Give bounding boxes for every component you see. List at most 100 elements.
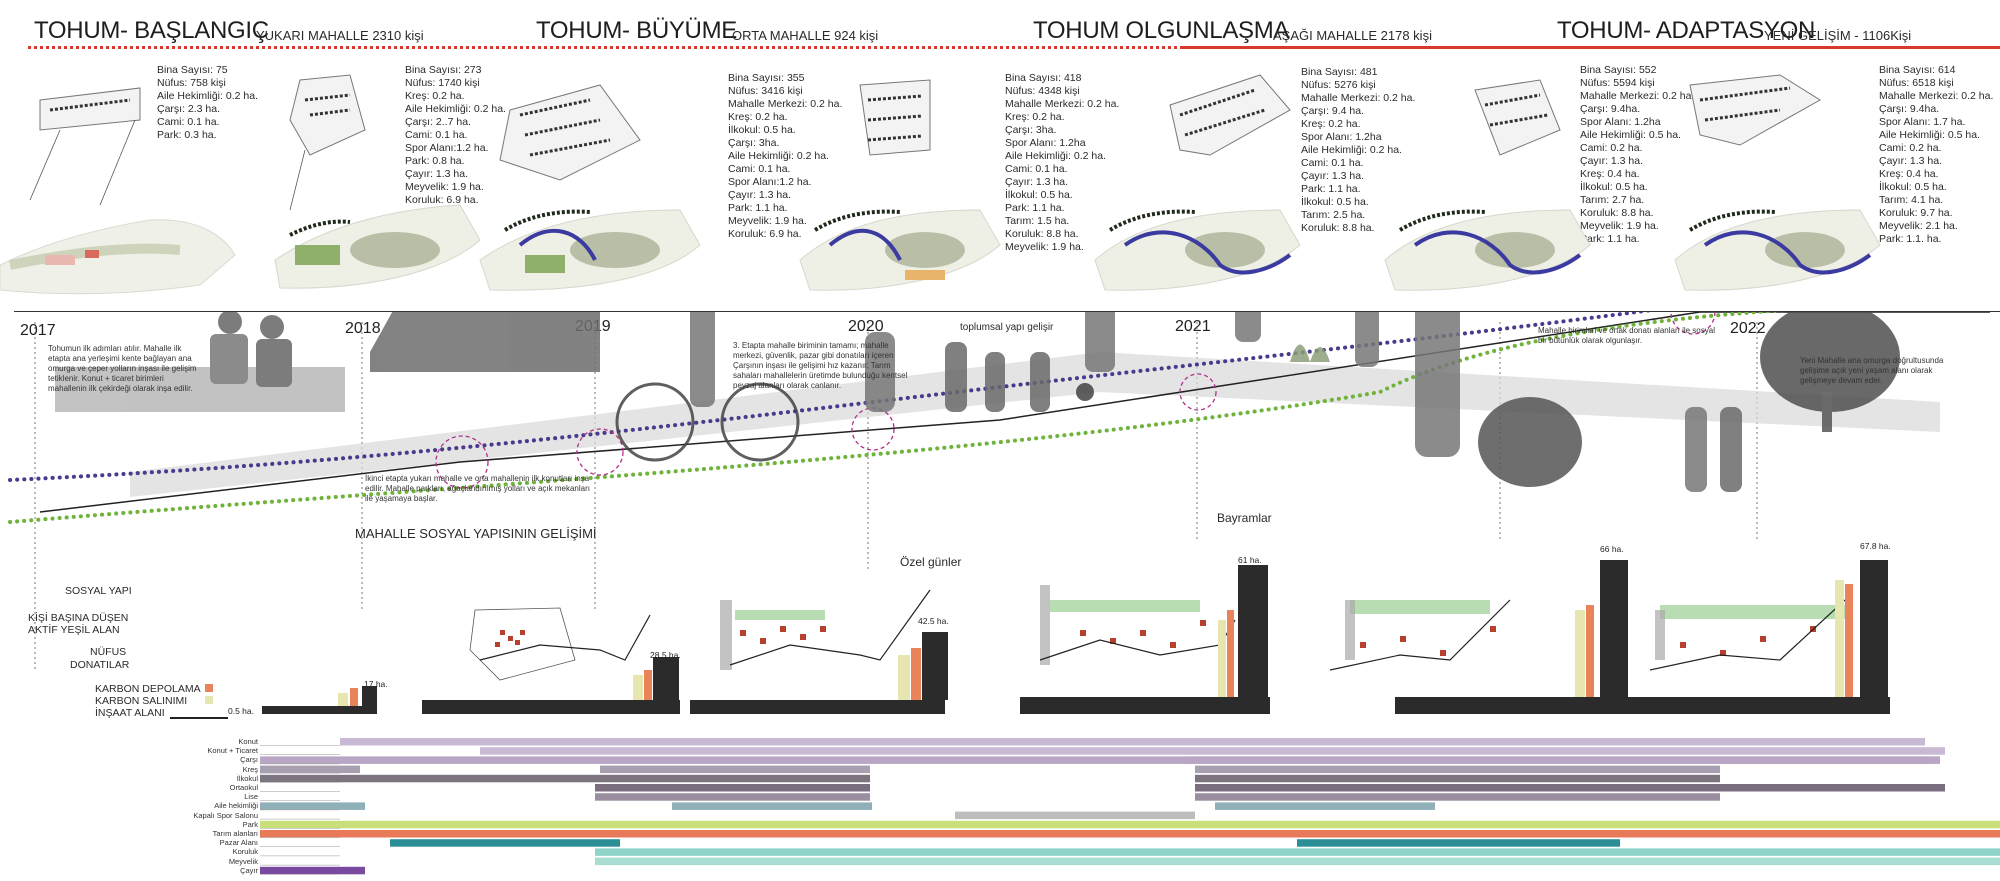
bar-label-1: 17 ha. xyxy=(364,679,388,689)
stat-line: Çarşı: 9.4 ha. xyxy=(1301,105,1365,117)
stat-line: Spor Alanı: 1.7 ha. xyxy=(1879,116,1966,128)
population-line xyxy=(39,312,1990,513)
stat-line: Spor Alanı: 1.2ha xyxy=(1301,131,1382,143)
stat-line: Bina Sayısı: 418 xyxy=(1005,72,1082,84)
gantt-row-label: Aile hekimliği xyxy=(214,801,258,811)
gantt-bar xyxy=(340,738,1925,746)
gantt-row-label: Çayır xyxy=(240,865,258,875)
gantt-bar xyxy=(1195,793,1720,801)
gantt-row-label: Meyvelik xyxy=(228,856,258,866)
stat-line: Nüfus: 5276 kişi xyxy=(1301,79,1376,91)
stat-line: Bina Sayısı: 75 xyxy=(157,64,228,76)
gantt-row-label: Çarşı xyxy=(240,755,258,765)
stat-line: Çayır: 1.3 ha. xyxy=(1005,176,1069,188)
narrative-2019: İkinci etapta yukarı mahalle ve orta mah… xyxy=(365,474,590,503)
gantt-bar xyxy=(260,866,365,875)
gantt-row-label: Kapalı Spor Salonu xyxy=(193,810,258,820)
detail-plan-2017 xyxy=(29,87,141,206)
social-structure-label: SOSYAL YAPI xyxy=(65,585,132,597)
gantt-bar xyxy=(260,756,1930,764)
gantt-bar xyxy=(260,774,870,783)
timeline-axis xyxy=(14,311,2000,312)
stat-line: Koruluk: 6.9 ha. xyxy=(405,194,479,206)
phase-title-3: TOHUM OLGUNLAŞMA xyxy=(1033,17,1290,44)
stat-line: Mahalle Merkezi: 0.2 ha. xyxy=(1879,90,1994,102)
site-diagrams-carbon xyxy=(469,585,1850,681)
stat-line: İlkokul: 0.5 ha. xyxy=(728,124,796,136)
masterplan-drawings xyxy=(0,74,1881,295)
stat-line: Koruluk: 8.8 ha. xyxy=(1301,222,1375,234)
gantt-row-label: Koruluk xyxy=(232,847,258,857)
stat-line: Nüfus: 6518 kişi xyxy=(1879,77,1954,89)
timeline-graphics xyxy=(8,312,1990,672)
construction-underline xyxy=(170,717,228,719)
stat-line: Kreş: 0.2 ha. xyxy=(1301,118,1361,130)
stat-line: Spor Alanı:1.2 ha. xyxy=(728,176,812,188)
stat-line: Cami: 0.1 ha. xyxy=(405,129,468,141)
narrative-2022: Yeni Mahalle ana omurga doğrultusunda ge… xyxy=(1800,356,1944,385)
gantt-bar xyxy=(260,820,2000,829)
gantt-bar xyxy=(1185,756,1940,764)
special-days-label: Özel günler xyxy=(900,555,962,569)
year-2020: 2020 xyxy=(848,318,884,335)
gantt-bar xyxy=(595,857,2000,866)
stat-line: Tarım: 2.7 ha. xyxy=(1580,194,1645,206)
gantt-bar xyxy=(595,793,870,801)
stat-line: Park: 0.8 ha. xyxy=(405,155,465,167)
gantt-bar xyxy=(1215,802,1435,810)
stat-line: Koruluk: 6.9 ha. xyxy=(728,228,802,240)
stat-line: Bina Sayısı: 614 xyxy=(1879,64,1956,76)
stat-line: Spor Alanı: 1.2ha xyxy=(1005,137,1086,149)
bar-label-5: 66 ha. xyxy=(1600,544,1624,554)
stat-line: Meyvelik: 1.9 ha. xyxy=(405,181,484,193)
stat-line: Aile Hekimliği: 0.2 ha. xyxy=(157,90,258,102)
stat-line: Aile Hekimliği: 0.2 ha. xyxy=(405,103,506,115)
social-structure-band xyxy=(130,352,1940,497)
social-development-title: MAHALLE SOSYAL YAPISININ GELİŞİMİ xyxy=(355,526,597,541)
stat-line: İlkokul: 0.5 ha. xyxy=(1005,189,1073,201)
stat-line: Bina Sayısı: 481 xyxy=(1301,66,1378,78)
stat-line: Spor Alanı:1.2 ha. xyxy=(405,142,489,154)
stat-line: Aile Hekimliği: 0.5 ha. xyxy=(1879,129,1980,141)
stat-line: Çayır: 1.3 ha. xyxy=(728,189,792,201)
stat-line: İlkokul: 0.5 ha. xyxy=(1301,196,1369,208)
gantt-bar xyxy=(600,765,870,774)
stat-line: Çarşı: 9.4ha. xyxy=(1580,103,1641,115)
facilities-label: DONATILAR xyxy=(70,659,130,671)
stat-line: Park: 1.1 ha. xyxy=(1301,183,1361,195)
year-2021: 2021 xyxy=(1175,318,1211,335)
bar-label-4: 61 ha. xyxy=(1238,555,1262,565)
stat-line: Meyvelik: 2.1 ha. xyxy=(1879,220,1958,232)
stat-line: Koruluk: 9.7 ha. xyxy=(1879,207,1953,219)
stat-line: Bina Sayısı: 552 xyxy=(1580,64,1657,76)
stat-line: Meyvelik: 1.9 ha. xyxy=(1005,241,1084,253)
year-2017: 2017 xyxy=(20,322,56,339)
gantt-row-label: Tarım alanları xyxy=(212,829,258,838)
stat-line: İlkokul: 0.5 ha. xyxy=(1879,181,1947,193)
bar-label-0: 0.5 ha. xyxy=(228,706,254,716)
detail-plan-2022b xyxy=(1689,74,1821,146)
gantt-row-label: Konut xyxy=(238,737,258,746)
carbon-storage-swatch xyxy=(205,684,213,692)
detail-plan-2021 xyxy=(1169,74,1291,156)
stat-line: Cami: 0.1 ha. xyxy=(157,116,220,128)
stat-line: Park: 1.1 ha. xyxy=(728,202,788,214)
stat-line: Çayır: 1.3 ha. xyxy=(1580,155,1644,167)
stat-line: Park: 1.1 ha. xyxy=(1005,202,1065,214)
stat-line: Çayır: 1.3 ha. xyxy=(1301,170,1365,182)
gantt-row-label: Konut + Ticaret xyxy=(207,746,258,756)
stat-line: Park: 1.1. ha. xyxy=(1879,233,1942,245)
gantt-bar xyxy=(480,747,1945,755)
gantt-row-label: Pazar Alanı xyxy=(219,838,258,848)
phase-title-4: TOHUM- ADAPTASYON xyxy=(1557,17,1816,44)
stat-line: Aile Hekimliği: 0.2 ha. xyxy=(1301,144,1402,156)
phase-subtitle-4: YENİ GELİŞİM - 1106Kişi xyxy=(1764,28,1912,43)
narrative-2017: Tohumun ilk adımları atılır. Mahalle ilk… xyxy=(48,344,197,393)
stat-line: Nüfus: 4348 kişi xyxy=(1005,85,1080,97)
gantt-bar xyxy=(595,784,870,792)
